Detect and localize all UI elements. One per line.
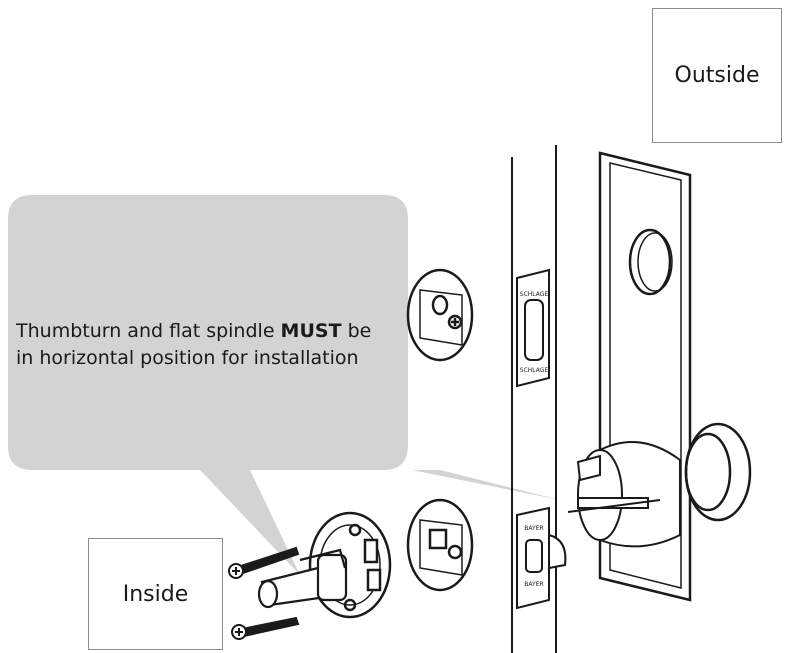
- screw-bottom: [231, 616, 300, 640]
- inside-label: Inside: [122, 581, 189, 607]
- callout-text: Thumbturn and flat spindle MUST be in ho…: [16, 318, 396, 372]
- strike-plate-text-top: SCHLAGE: [520, 291, 549, 298]
- callout-text-before: Thumbturn and flat spindle: [16, 320, 281, 342]
- callout-bubble: [8, 195, 560, 575]
- latch-faceplate: BAYER BAYER: [516, 506, 567, 610]
- outside-knob: [684, 422, 752, 522]
- detail-circle-bottom: [406, 498, 474, 592]
- latch-text-top: BAYER: [524, 525, 543, 532]
- outside-label: Outside: [674, 63, 760, 88]
- thumbturn: [257, 548, 348, 609]
- detail-circle-top: [406, 268, 474, 362]
- chassis-cylinder: [567, 441, 681, 548]
- strike-plate: SCHLAGE SCHLAGE: [516, 268, 550, 388]
- callout-text-after: be: [341, 320, 372, 342]
- callout-emphasis: MUST: [280, 320, 342, 342]
- callout-line2: in horizontal position for installation: [16, 347, 359, 369]
- screw-top: [228, 546, 300, 579]
- latch-text-bottom: BAYER: [524, 581, 543, 588]
- inside-label-box: Inside: [88, 538, 223, 650]
- strike-plate-text-bottom: SCHLAGE: [520, 367, 549, 374]
- door-edge: [511, 145, 557, 653]
- outside-label-box: Outside: [652, 8, 782, 143]
